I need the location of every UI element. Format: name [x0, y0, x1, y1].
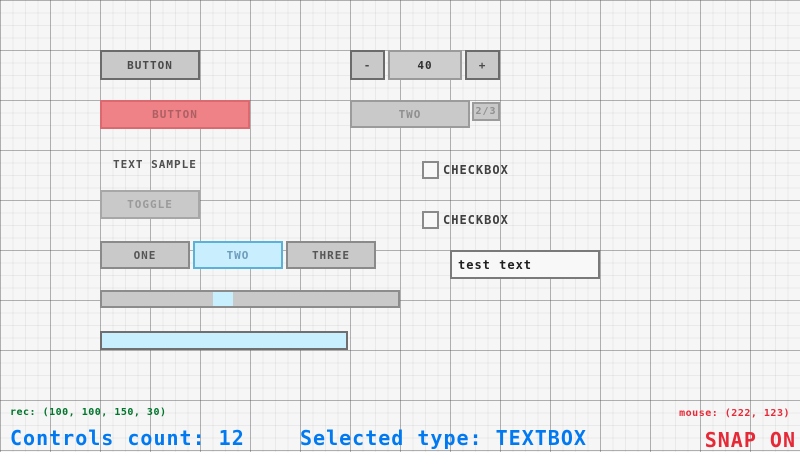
blue-bar[interactable]	[100, 331, 348, 350]
checkbox-1[interactable]	[422, 161, 439, 179]
spinner-value[interactable]: 40	[388, 50, 462, 80]
combo-counter[interactable]: 2/3	[472, 102, 500, 121]
rec-status-text: rec: (100, 100, 150, 30)	[10, 407, 167, 418]
gray-button[interactable]: BUTTON	[100, 50, 200, 80]
snap-status-text: SNAP ON	[704, 428, 796, 452]
toggle-group-item-two[interactable]: TWO	[193, 241, 283, 269]
checkbox-2[interactable]	[422, 211, 439, 229]
checkbox-2-label: CHECKBOX	[443, 213, 509, 227]
spinner-plus-button[interactable]: +	[465, 50, 500, 80]
combo-box[interactable]: TWO	[350, 100, 470, 128]
toggle-button[interactable]: TOGGLE	[100, 190, 200, 219]
mouse-position-text: mouse: (222, 123)	[679, 408, 790, 419]
checkbox-1-label: CHECKBOX	[443, 163, 509, 177]
text-sample-label: TEXT SAMPLE	[113, 157, 197, 171]
selected-type-text: Selected type: TEXTBOX	[300, 426, 587, 450]
text-input[interactable]: test text	[450, 250, 600, 279]
controls-count-text: Controls count: 12	[10, 426, 245, 450]
slider-handle[interactable]	[213, 292, 233, 306]
toggle-group-item-three[interactable]: THREE	[286, 241, 376, 269]
pink-button[interactable]: BUTTON	[100, 100, 250, 129]
toggle-group-item-one[interactable]: ONE	[100, 241, 190, 269]
spinner-minus-button[interactable]: -	[350, 50, 385, 80]
slider-track[interactable]	[100, 290, 400, 308]
